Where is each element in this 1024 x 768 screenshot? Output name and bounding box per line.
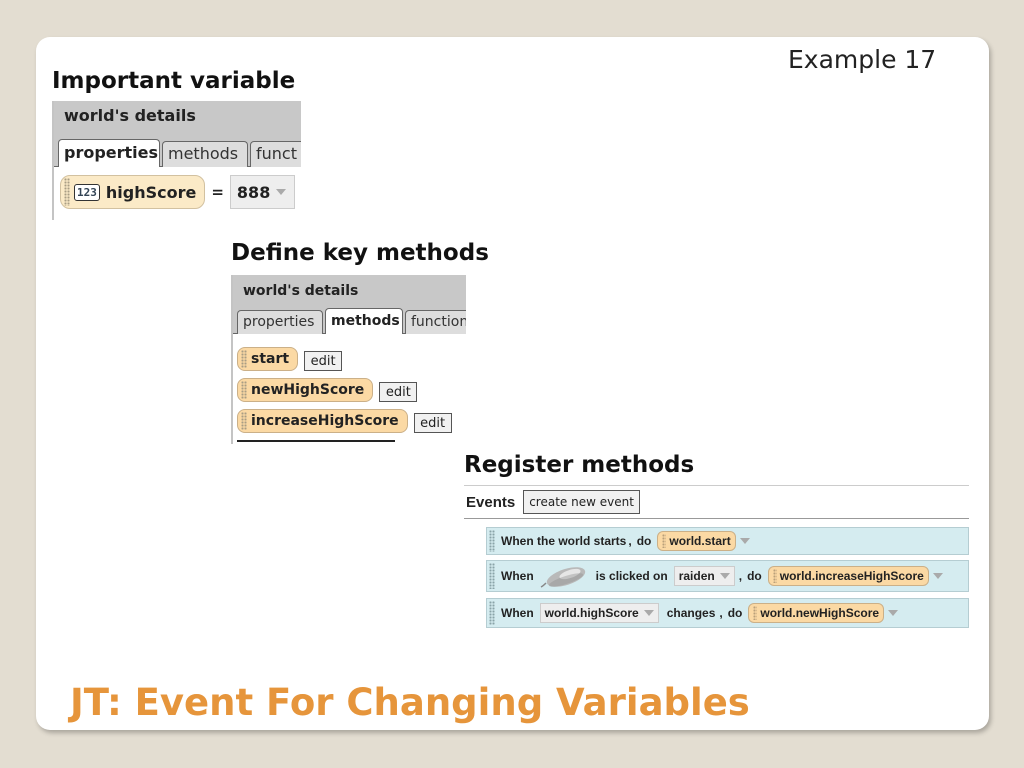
drag-grip[interactable] — [489, 601, 495, 625]
create-new-event-button[interactable]: create new event — [523, 490, 640, 514]
drag-grip[interactable] — [241, 381, 247, 399]
variable-value: 888 — [236, 182, 271, 202]
drag-grip — [753, 606, 758, 620]
tab-properties[interactable]: properties — [58, 139, 160, 167]
panel-header: world's details — [233, 275, 466, 311]
drag-grip — [772, 569, 777, 583]
mouse-icon[interactable] — [540, 563, 590, 589]
dropdown-arrow-icon — [276, 189, 287, 195]
dropdown-arrow-icon[interactable] — [888, 610, 899, 616]
method-name: newHighScore — [251, 382, 365, 398]
drag-grip[interactable] — [489, 563, 495, 589]
drag-grip[interactable] — [241, 350, 247, 368]
slide: Example 17 Important variable world's de… — [36, 37, 989, 730]
tab-bar: properties methods funct — [54, 135, 301, 167]
tab-functions[interactable]: funct — [250, 141, 301, 167]
method-name: start — [251, 351, 290, 367]
event-trigger-text: When the world starts — [501, 534, 627, 548]
target-dropdown[interactable]: raiden — [673, 566, 735, 586]
edit-start-button[interactable]: edit — [304, 351, 343, 371]
method-name: world.start — [669, 534, 731, 548]
dropdown-arrow-icon — [643, 610, 654, 616]
variable-heading: Important variable — [52, 68, 296, 94]
variable-name: world.highScore — [544, 606, 639, 620]
tab-bar: properties methods function — [233, 307, 466, 334]
do-label: do — [636, 534, 652, 548]
variable-dropdown[interactable]: world.highScore — [539, 603, 659, 623]
tab-methods[interactable]: methods — [325, 308, 403, 334]
tab-methods[interactable]: methods — [162, 141, 248, 167]
method-tile[interactable]: newHighScore — [237, 378, 374, 402]
clicked-on-text: is clicked on — [595, 569, 668, 583]
dropdown-arrow-icon[interactable] — [932, 573, 943, 579]
next-item-edge — [237, 440, 395, 442]
method-name: world.newHighScore — [760, 606, 880, 620]
variable-value-dropdown[interactable]: 888 — [229, 175, 296, 209]
event-row-world-starts[interactable]: When the world starts , do world.start — [486, 527, 969, 555]
methods-heading: Define key methods — [231, 240, 489, 266]
event-trigger-text: When — [501, 606, 534, 620]
drag-grip[interactable] — [489, 530, 495, 552]
do-label: do — [747, 569, 762, 583]
variable-row: 123 highScore = 888 — [60, 175, 296, 209]
method-name: world.increaseHighScore — [779, 569, 924, 583]
panel-header: world's details — [54, 101, 301, 139]
equals-sign: = — [211, 183, 224, 201]
methods-panel: world's details properties methods funct… — [231, 275, 466, 444]
variable-name: highScore — [105, 182, 197, 202]
event-row-clicked[interactable]: When is clicked on raiden , do world.inc… — [486, 560, 969, 592]
number-type-icon: 123 — [74, 183, 100, 201]
events-label: Events — [466, 493, 516, 511]
event-row-variable-changes[interactable]: When world.highScore changes , do world.… — [486, 598, 969, 628]
example-label: Example 17 — [788, 45, 937, 74]
dropdown-arrow-icon — [719, 573, 730, 579]
variable-panel: world's details properties methods funct… — [52, 101, 301, 220]
method-tile[interactable]: increaseHighScore — [237, 409, 408, 433]
drag-grip — [662, 534, 667, 548]
tab-functions[interactable]: function — [405, 310, 466, 334]
method-item-newhighscore: newHighScore edit — [237, 378, 418, 402]
drag-grip[interactable] — [241, 412, 247, 430]
target-name: raiden — [678, 569, 715, 583]
comma: , — [719, 606, 723, 620]
do-label: do — [727, 606, 743, 620]
changes-text: changes — [666, 606, 716, 620]
event-trigger-text: When — [501, 569, 534, 583]
method-name: increaseHighScore — [251, 413, 399, 429]
method-tile[interactable]: start — [237, 347, 299, 371]
tab-properties[interactable]: properties — [237, 310, 323, 334]
method-world-start[interactable]: world.start — [657, 531, 736, 551]
edit-increasehighscore-button[interactable]: edit — [413, 413, 452, 433]
dropdown-arrow-icon[interactable] — [739, 538, 750, 544]
register-heading: Register methods — [464, 452, 695, 478]
drag-grip[interactable] — [64, 178, 70, 206]
variable-tile[interactable]: 123 highScore — [60, 175, 206, 209]
method-world-newhighscore[interactable]: world.newHighScore — [748, 603, 885, 623]
comma: , — [738, 569, 743, 583]
slide-title: JT: Event For Changing Variables — [70, 681, 750, 724]
edit-newhighscore-button[interactable]: edit — [379, 382, 418, 402]
method-item-start: start edit — [237, 347, 343, 371]
events-toolbar: Events create new event — [464, 485, 969, 519]
method-world-increasehighscore[interactable]: world.increaseHighScore — [767, 566, 929, 586]
comma: , — [628, 534, 632, 548]
method-item-increasehighscore: increaseHighScore edit — [237, 409, 452, 433]
